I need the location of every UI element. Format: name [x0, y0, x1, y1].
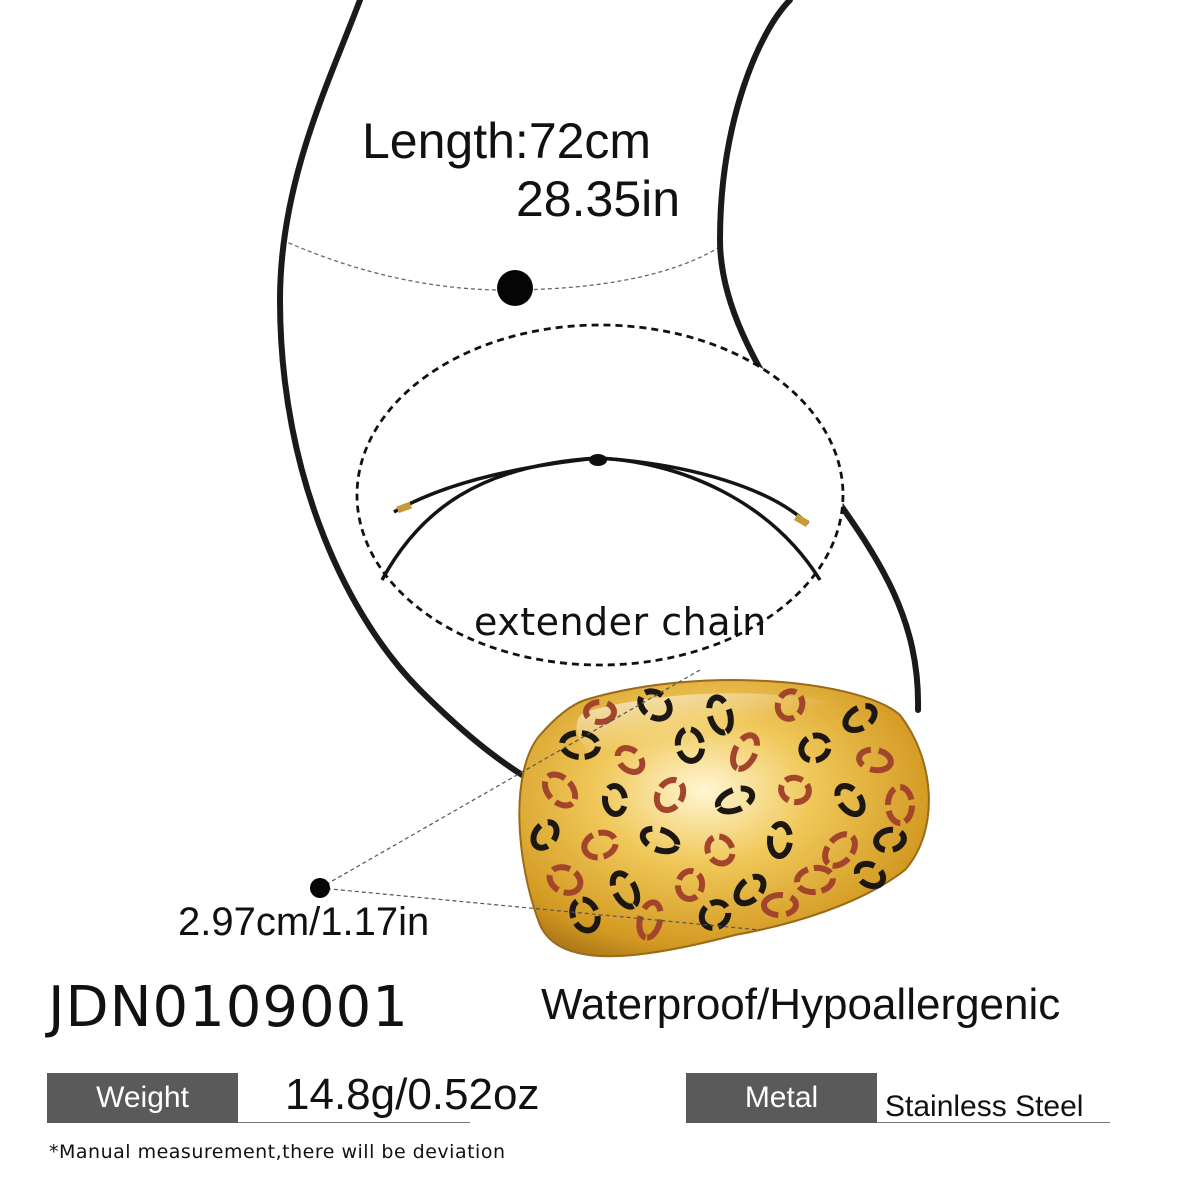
leopard-spot [733, 873, 767, 907]
extender-chain-label: extender chain [474, 600, 767, 644]
leopard-spot [822, 831, 858, 869]
leopard-spot [639, 825, 681, 855]
pendant-measure-line-bottom [319, 887, 761, 931]
leopard-spot [569, 896, 601, 934]
leopard-spot [583, 699, 617, 725]
length-inch-text: 28.35in [516, 171, 681, 227]
leopard-spot [653, 776, 687, 814]
leopard-spots [530, 688, 916, 941]
leopard-spot [853, 860, 887, 890]
leopard-spot [834, 782, 866, 818]
product-features: Waterproof/Hypoallergenic [541, 980, 1061, 1029]
leopard-spot [559, 729, 601, 761]
leopard-spot [730, 732, 760, 772]
leopard-spot [581, 829, 619, 861]
extender-cap-left [396, 501, 412, 514]
leopard-spot [706, 694, 734, 736]
metal-underline [877, 1122, 1110, 1123]
leopard-spot [614, 745, 646, 775]
leopard-spot [842, 703, 878, 733]
pendant-size-text: 2.97cm/1.17in [178, 900, 430, 944]
weight-value: 14.8g/0.52oz [285, 1070, 540, 1119]
leopard-spot [530, 819, 560, 851]
length-cm-text: Length:72cm [362, 113, 652, 169]
metal-label: Metal [686, 1073, 877, 1123]
leopard-spot [674, 868, 706, 902]
leopard-spot [636, 899, 664, 941]
pendant-marker-dot [310, 878, 330, 898]
extender-knot [589, 454, 607, 466]
pendant-measure-line-top [319, 669, 701, 889]
leopard-spot [778, 774, 812, 806]
leopard-spot [884, 784, 916, 826]
leopard-spot [637, 688, 673, 722]
leopard-spot [761, 891, 799, 919]
necklace-cord-left [276, 0, 551, 793]
leopard-spot [698, 899, 732, 931]
measurement-note: *Manual measurement,there will be deviat… [49, 1141, 506, 1163]
leopard-spot [609, 870, 641, 910]
necklace-cord-right [716, 0, 922, 713]
weight-label: Weight [47, 1073, 238, 1123]
extender-inset-outline [355, 323, 845, 667]
leopard-spot [794, 864, 836, 896]
leopard-spot [766, 821, 794, 859]
product-sku: JDN0109001 [48, 975, 409, 1040]
leopard-spot [798, 732, 832, 764]
leopard-spot [774, 688, 806, 722]
leopard-spot [856, 746, 894, 774]
length-marker-dot [497, 270, 533, 306]
leopard-spot [546, 864, 584, 896]
extender-cap-right [793, 513, 810, 527]
weight-underline [238, 1122, 470, 1123]
metal-value: Stainless Steel [885, 1090, 1084, 1123]
leopard-spot [714, 785, 756, 815]
leopard-spot [674, 726, 706, 764]
leopard-spot [873, 826, 907, 854]
leopard-spot [601, 783, 629, 817]
leopard-spot [704, 833, 736, 867]
leopard-spot [541, 771, 579, 809]
